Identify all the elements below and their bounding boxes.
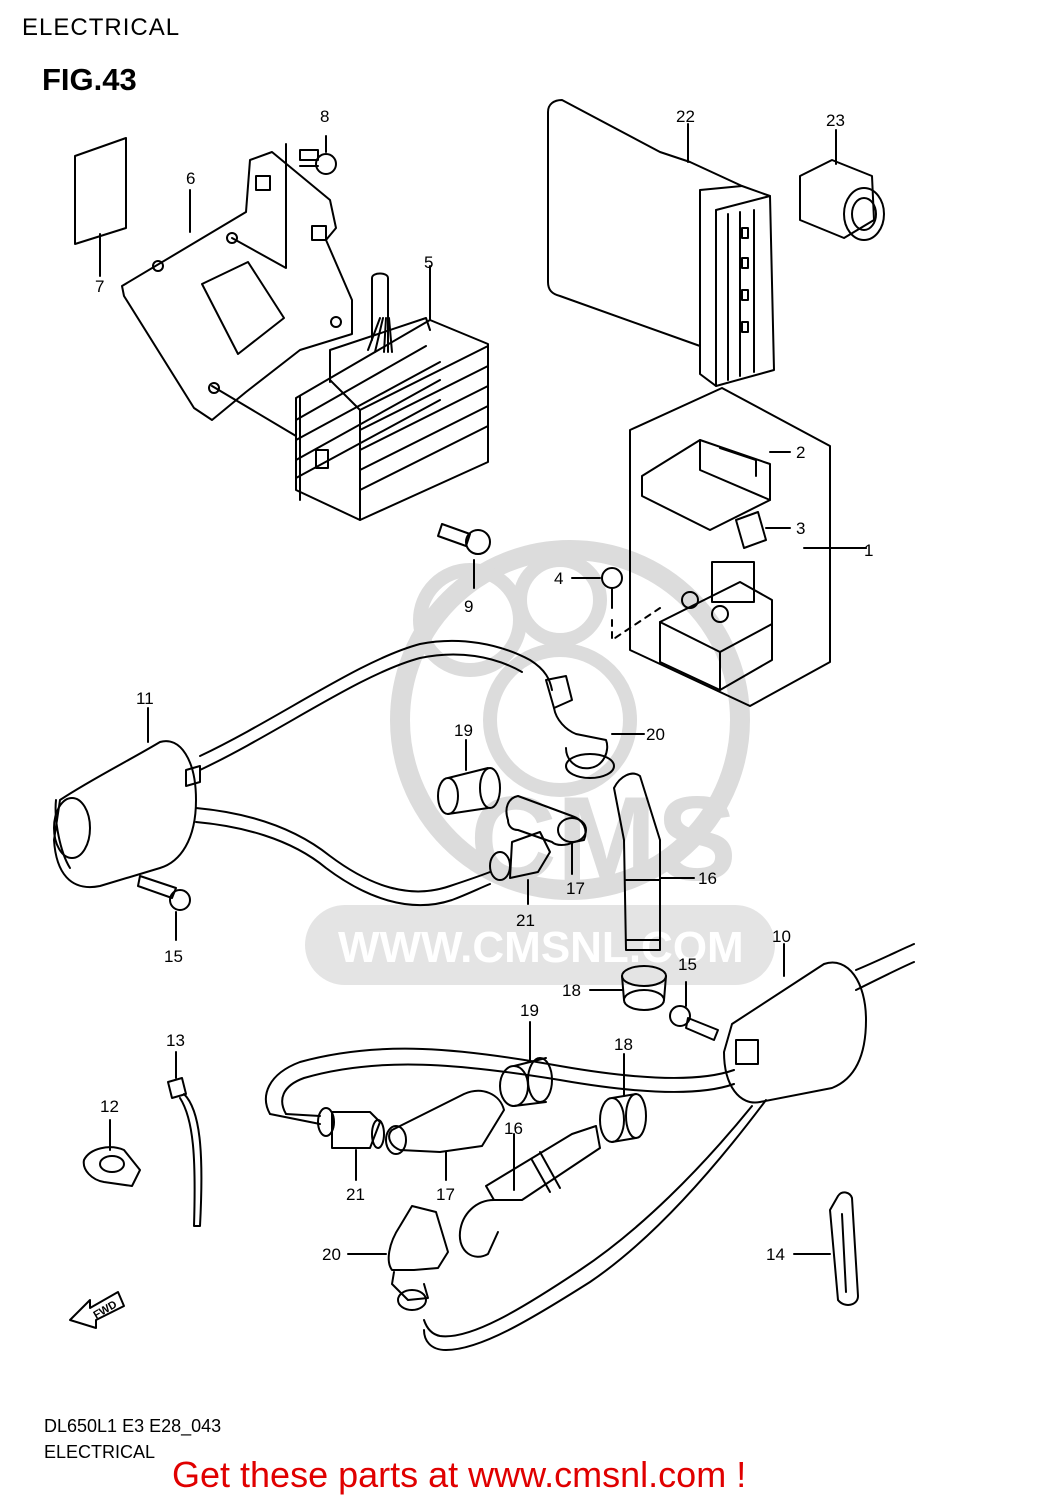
callout-15-upper: 15 [164, 947, 183, 966]
part-starter-relay [659, 561, 773, 691]
callout-20-lower: 20 [322, 1245, 341, 1264]
part-ht-cord-lower [265, 1047, 767, 1351]
part-relay-cover [641, 439, 791, 531]
part-ring-18-upper [589, 965, 667, 1011]
part-screw-9 [437, 523, 491, 589]
part-ecu [547, 99, 775, 387]
callout-2: 2 [796, 443, 805, 462]
watermark: CMS WWW.CMSNL.COM [305, 540, 775, 985]
callout-3: 3 [796, 519, 805, 538]
watermark-text: WWW.CMSNL.COM [338, 923, 744, 972]
callout-11: 11 [136, 689, 154, 708]
part-strap [793, 1191, 859, 1306]
callout-22: 22 [676, 107, 695, 126]
callout-16-lower: 16 [504, 1119, 523, 1138]
part-fuse [735, 511, 791, 549]
figure-title: FIG.43 [42, 62, 137, 97]
callout-4: 4 [554, 569, 563, 588]
watermark-logo-text: CMS [470, 772, 737, 906]
part-cable-tie [167, 1051, 203, 1227]
cmsnl-parts-link[interactable]: Get these parts at www.cmsnl.com ! [172, 1454, 747, 1495]
watermark-logo: CMS [390, 540, 750, 906]
callout-15-lower: 15 [678, 955, 697, 974]
callout-8: 8 [320, 107, 329, 126]
callout-9: 9 [464, 597, 473, 616]
part-bolt-15-upper [137, 875, 191, 941]
callout-19-upper: 19 [454, 721, 473, 740]
part-label-sticker [74, 137, 127, 245]
callout-21-lower: 21 [346, 1185, 365, 1204]
part-bolt-4 [571, 567, 661, 641]
callout-18-upper: 18 [562, 981, 581, 1000]
callout-21-upper: 21 [516, 911, 535, 930]
callout-17-upper: 17 [566, 879, 585, 898]
fwd-arrow-icon [69, 1291, 125, 1329]
part-cover-17-upper [505, 795, 587, 875]
callout-19-lower: 19 [520, 1001, 539, 1020]
callout-7: 7 [95, 277, 104, 296]
callout-labels: 8 6 7 5 22 23 2 3 1 4 9 11 19 20 16 17 2… [95, 107, 873, 1264]
part-screw-8 [299, 135, 337, 175]
part-plug-cap-lower [347, 1205, 449, 1311]
callout-13: 13 [166, 1031, 185, 1050]
callout-16-upper: 16 [698, 869, 717, 888]
part-tube-16-lower [458, 1125, 601, 1258]
part-cover-17-lower [385, 1089, 505, 1181]
part-ht-cord-upper [195, 639, 553, 907]
part-plug-cap-upper [545, 675, 645, 779]
callout-14: 14 [766, 1245, 785, 1264]
part-plug-21-lower [317, 1107, 385, 1181]
part-bracket [121, 151, 353, 421]
callout-17-lower: 17 [436, 1185, 455, 1204]
part-bolt-15-lower [669, 981, 719, 1041]
part-connector-23 [799, 129, 885, 241]
callout-1: 1 [864, 541, 873, 560]
model-code: DL650L1 E3 E28_043 [44, 1416, 222, 1436]
callout-18-lower: 18 [614, 1035, 633, 1054]
part-clamp [82, 1119, 141, 1187]
callout-6: 6 [186, 169, 195, 188]
section-name: ELECTRICAL [44, 1442, 156, 1462]
part-ignition-coil-rear [723, 943, 915, 1104]
callout-23: 23 [826, 111, 845, 130]
part-ignition-coil-front [53, 707, 201, 889]
part-plug-21-upper [489, 831, 551, 905]
part-ring-18-lower [599, 1053, 647, 1143]
part-regulator [295, 272, 489, 521]
callout-10: 10 [772, 927, 791, 946]
part-boot-19-lower [499, 1021, 553, 1107]
part-tube-16-upper [613, 772, 695, 951]
callout-12: 12 [100, 1097, 119, 1116]
callout-5: 5 [424, 253, 433, 272]
part-boot-19-upper [437, 739, 501, 815]
callout-20-upper: 20 [646, 725, 665, 744]
fwd-badge: FWD [91, 1299, 119, 1322]
page-title: ELECTRICAL [22, 14, 181, 41]
